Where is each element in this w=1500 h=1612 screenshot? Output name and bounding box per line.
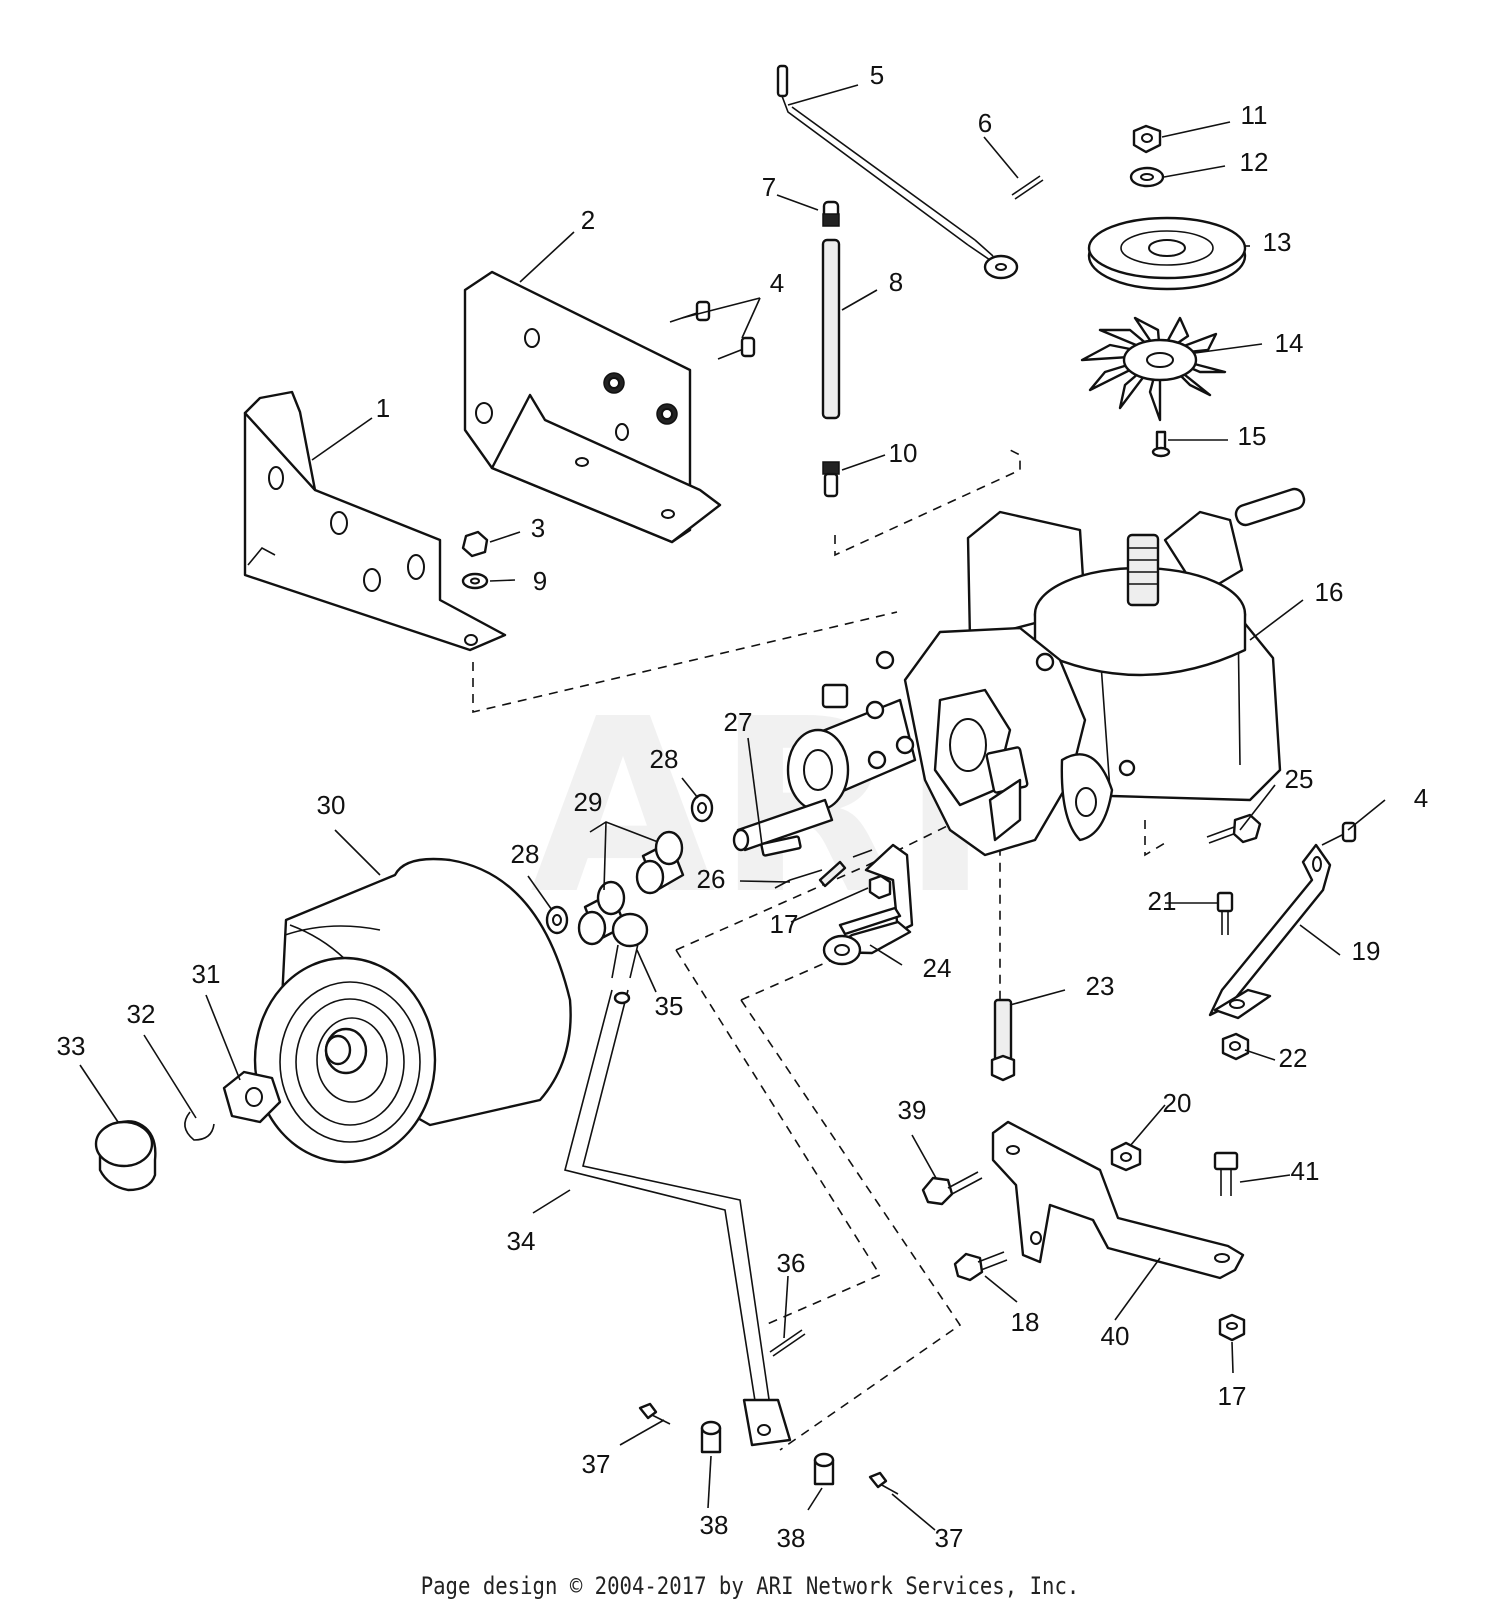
fittings-parts-7-8-10: [821, 200, 841, 498]
callout-8: 8: [889, 267, 903, 297]
callout-39: 39: [898, 1095, 927, 1125]
callout-34: 34: [507, 1226, 536, 1256]
callout-5: 5: [870, 60, 884, 90]
bolt-part-25: [1206, 813, 1262, 844]
bushings-washers-parts-28-29: [545, 793, 714, 946]
wheel-part-30: [253, 857, 572, 1164]
callout-15: 15: [1238, 421, 1267, 451]
callout-22: 22: [1279, 1043, 1308, 1073]
callout-21: 21: [1148, 886, 1177, 916]
bolts-parts-21-22-23: [990, 891, 1250, 1082]
transaxle-part-16: [732, 487, 1306, 857]
small-hardware-parts-36-37-38: [638, 1329, 899, 1495]
callout-28: 28: [511, 839, 540, 869]
callout-25: 25: [1285, 764, 1314, 794]
callout-28: 28: [650, 744, 679, 774]
page-footer-copyright: Page design © 2004-2017 by ARI Network S…: [420, 1572, 1080, 1600]
screws-part-4: [669, 300, 1357, 846]
callout-4: 4: [1414, 783, 1428, 813]
callout-29: 29: [574, 787, 603, 817]
callout-23: 23: [1086, 971, 1115, 1001]
leader-lines: [79, 84, 1386, 1531]
callout-6: 6: [978, 108, 992, 138]
callout-17: 17: [1218, 1381, 1247, 1411]
callout-20: 20: [1163, 1088, 1192, 1118]
shift-rod-parts-34-35: [564, 912, 792, 1447]
callout-labels: 1 2 3 4 4 5 6 7 8 9 10 11 12 13 14 15 16…: [57, 60, 1429, 1553]
callout-17: 17: [770, 909, 799, 939]
mount-plate-parts-17-18-20-39-40-41: [921, 1120, 1246, 1342]
callout-12: 12: [1240, 147, 1269, 177]
callout-2: 2: [581, 205, 595, 235]
strap-part-19: [1208, 843, 1332, 1020]
callout-33: 33: [57, 1031, 86, 1061]
bracket-part-1: [243, 390, 507, 652]
hub-parts-31-32-33: [94, 1070, 282, 1192]
callout-35: 35: [655, 991, 684, 1021]
callout-31: 31: [192, 959, 221, 989]
callout-41: 41: [1291, 1156, 1320, 1186]
callout-37: 37: [935, 1523, 964, 1553]
callout-38: 38: [700, 1510, 729, 1540]
callout-19: 19: [1352, 936, 1381, 966]
callout-26: 26: [697, 864, 726, 894]
callout-36: 36: [777, 1248, 806, 1278]
callout-11: 11: [1241, 100, 1268, 130]
rod-part-5: [776, 64, 1019, 280]
callout-30: 30: [317, 790, 346, 820]
callout-40: 40: [1101, 1321, 1130, 1351]
plate-part-2: [463, 270, 722, 544]
callout-38: 38: [777, 1523, 806, 1553]
callout-16: 16: [1315, 577, 1344, 607]
callout-7: 7: [762, 172, 776, 202]
callout-13: 13: [1263, 227, 1292, 257]
callout-37: 37: [582, 1449, 611, 1479]
callout-24: 24: [923, 953, 952, 983]
callout-1: 1: [376, 393, 390, 423]
callout-10: 10: [889, 438, 918, 468]
callout-4: 4: [770, 268, 784, 298]
pin-part-6: [1011, 175, 1044, 200]
callout-27: 27: [724, 707, 753, 737]
callout-14: 14: [1275, 328, 1304, 358]
pulley-fan-parts-11-15: [1080, 124, 1247, 458]
callout-32: 32: [127, 999, 156, 1029]
callout-9: 9: [533, 566, 547, 596]
nut-and-washer-parts-3-9: [461, 530, 489, 590]
lever-spring-parts-17-24-26: [774, 843, 914, 966]
callout-3: 3: [531, 513, 545, 543]
callout-18: 18: [1011, 1307, 1040, 1337]
